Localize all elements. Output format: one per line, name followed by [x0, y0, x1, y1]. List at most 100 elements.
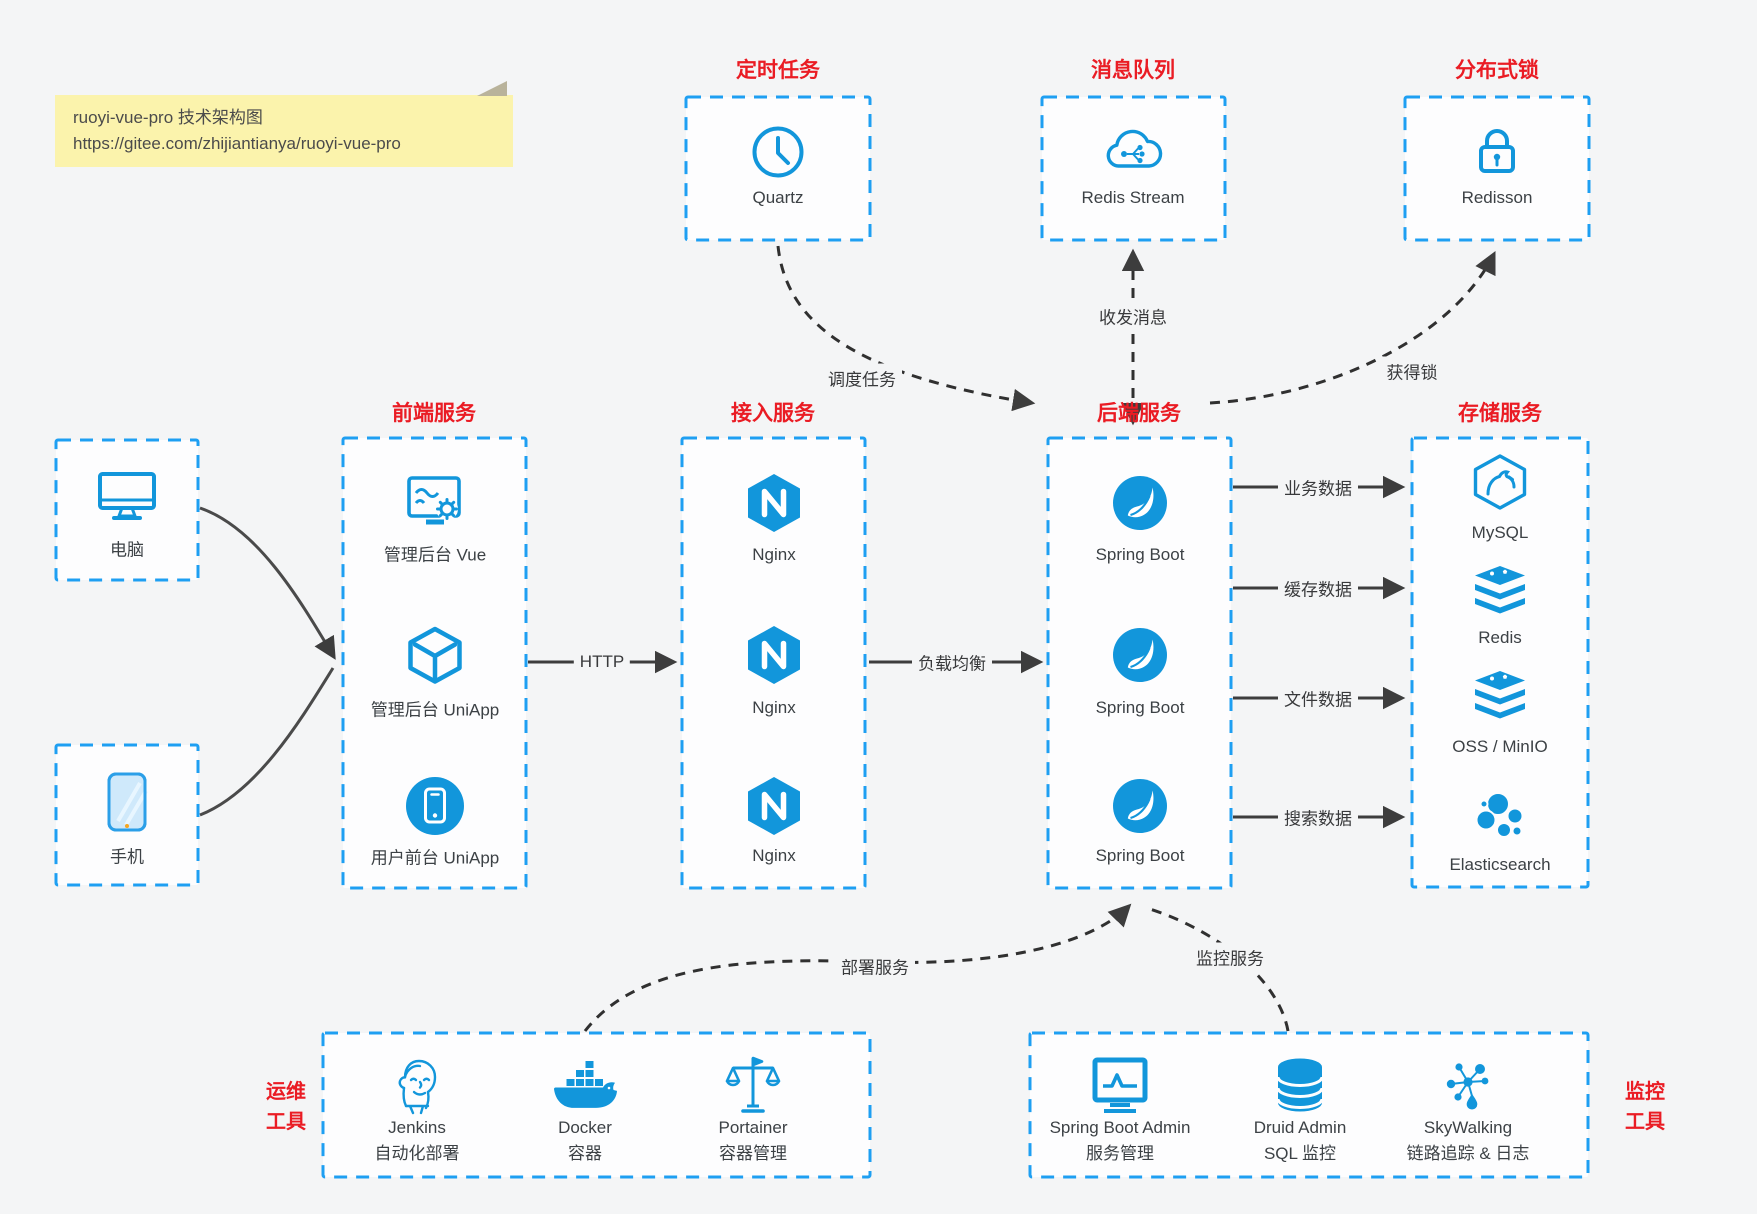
clock-icon [749, 123, 807, 181]
title-gateway-services: 接入服务 [731, 402, 815, 425]
node-label: 电脑 [110, 540, 144, 560]
node-label-docker: Docker 容器 [558, 1115, 612, 1167]
edge-label-file-data: 文件数据 [1278, 683, 1358, 713]
tool-desc: 容器管理 [718, 1144, 787, 1163]
tool-desc: 容器 [567, 1144, 602, 1163]
title-message-queue: 消息队列 [1091, 59, 1175, 82]
node-label-spring-boot-admin: Spring Boot Admin 服务管理 [1050, 1115, 1191, 1167]
box-scheduler-outline [684, 95, 872, 242]
node-quartz: Quartz [686, 97, 870, 240]
node-label-druid-admin: Druid Admin SQL 监控 [1254, 1115, 1347, 1167]
tool-name: SkyWalking [1423, 1118, 1513, 1137]
elasticsearch-icon [1471, 789, 1529, 847]
node-label: 手机 [110, 847, 144, 867]
group-backend-services: Spring Boot Spring Boot Spring Boot [1048, 438, 1231, 888]
box-mq-outline [1040, 95, 1227, 242]
spring-boot-icon [1111, 777, 1169, 835]
node-label-jenkins: Jenkins 自动化部署 [375, 1115, 460, 1167]
desktop-icon [95, 467, 159, 525]
label-line: 工具 [266, 1111, 306, 1133]
sticky-note: ruoyi-vue-pro 技术架构图 https://gitee.com/zh… [55, 81, 513, 167]
tool-desc: SQL 监控 [1263, 1144, 1337, 1163]
node-label: Nginx [752, 846, 796, 865]
mobile-icon [106, 771, 148, 833]
tool-desc: 链路追踪 & 日志 [1406, 1144, 1530, 1163]
nginx-icon [745, 775, 803, 837]
docker-icon [552, 1058, 618, 1112]
node-redisson: Redisson [1405, 97, 1589, 240]
edge-schedule-arrow [776, 245, 1036, 412]
edge-label-monitor: 监控服务 [1190, 942, 1270, 972]
title-distributed-lock: 分布式锁 [1455, 59, 1539, 82]
edge-label-http: HTTP [573, 650, 631, 674]
tool-name: Jenkins [388, 1118, 446, 1137]
node-redis-stream: Redis Stream [1042, 97, 1225, 240]
nginx-icon [745, 472, 803, 534]
edge-phone-to-frontend [199, 667, 335, 817]
edge-monitor-arrow [1149, 907, 1290, 1032]
label-line: 监控 [1625, 1081, 1665, 1103]
edge-label-cache-data: 缓存数据 [1278, 573, 1358, 603]
node-label: Nginx [752, 545, 796, 564]
nginx-icon [745, 624, 803, 686]
portainer-icon [725, 1054, 781, 1116]
node-label: MySQL [1471, 523, 1529, 542]
title-storage-services: 存储服务 [1458, 402, 1542, 425]
edge-lock-arrow [1209, 250, 1496, 405]
edge-label-lock: 获得锁 [1380, 356, 1444, 386]
tool-name: Docker [558, 1118, 612, 1137]
label-monitoring-tools: 监控 工具 [1625, 1077, 1665, 1137]
group-frontend-services: 管理后台 Vue 管理后台 UniApp 用户前台 UniApp [343, 438, 526, 888]
edge-label-load-balance: 负载均衡 [912, 647, 992, 677]
node-label: Nginx [752, 698, 796, 717]
uniapp-cube-icon [403, 625, 467, 685]
edge-label-business-data: 业务数据 [1278, 472, 1358, 502]
node-label: Quartz [752, 188, 804, 207]
node-label-skywalking: SkyWalking 链路追踪 & 日志 [1407, 1115, 1530, 1167]
cloud-stream-icon [1100, 123, 1166, 177]
group-ops-tools: Jenkins 自动化部署 Docker 容器 [323, 1033, 870, 1177]
node-pc-client: 电脑 [56, 440, 198, 580]
node-label-portainer: Portainer 容器管理 [719, 1115, 788, 1167]
node-label: Spring Boot [1095, 698, 1185, 717]
spring-boot-icon [1111, 474, 1169, 532]
box-lock-outline [1403, 95, 1591, 242]
lock-icon [1470, 122, 1524, 180]
label-ops-tools: 运维 工具 [266, 1077, 306, 1137]
node-label: Spring Boot [1095, 846, 1185, 865]
note-fold-corner [477, 81, 507, 96]
oss-stack-icon [1470, 669, 1530, 725]
note-title: ruoyi-vue-pro 技术架构图 [73, 108, 263, 127]
label-line: 工具 [1625, 1111, 1665, 1133]
title-scheduled-tasks: 定时任务 [736, 59, 820, 82]
edge-label-deploy: 部署服务 [835, 951, 915, 981]
tool-desc: 自动化部署 [374, 1144, 460, 1163]
edge-label-messaging: 收发消息 [1093, 301, 1173, 331]
tool-name: Spring Boot Admin [1049, 1118, 1191, 1137]
group-gateway-services: Nginx Nginx Nginx [682, 438, 865, 888]
node-label: Redisson [1461, 188, 1533, 207]
druid-icon [1272, 1056, 1328, 1114]
redis-stack-icon [1470, 564, 1530, 620]
spring-boot-admin-icon [1088, 1056, 1152, 1114]
node-label: 管理后台 UniApp [370, 700, 500, 720]
title-frontend-services: 前端服务 [392, 402, 476, 425]
node-label: Spring Boot [1095, 545, 1185, 564]
edge-pc-to-frontend [199, 506, 336, 660]
group-monitoring-tools: Spring Boot Admin 服务管理 Druid Admin SQL 监… [1030, 1033, 1588, 1177]
edge-label-schedule: 调度任务 [822, 363, 902, 393]
label-line: 运维 [266, 1081, 306, 1103]
node-label: Redis [1478, 628, 1522, 647]
tool-name: Druid Admin [1253, 1118, 1347, 1137]
node-label: 用户前台 UniApp [370, 848, 500, 868]
node-label: 管理后台 Vue [383, 545, 487, 565]
node-label: Elasticsearch [1449, 855, 1551, 874]
skywalking-icon [1439, 1056, 1497, 1114]
spring-boot-icon [1111, 626, 1169, 684]
group-storage-services: MySQL Redis OSS / MinIO [1412, 438, 1588, 887]
title-backend-services: 后端服务 [1097, 402, 1181, 425]
node-label: OSS / MinIO [1452, 737, 1548, 756]
tool-desc: 服务管理 [1086, 1144, 1154, 1163]
box-storage-outline [1410, 436, 1590, 889]
